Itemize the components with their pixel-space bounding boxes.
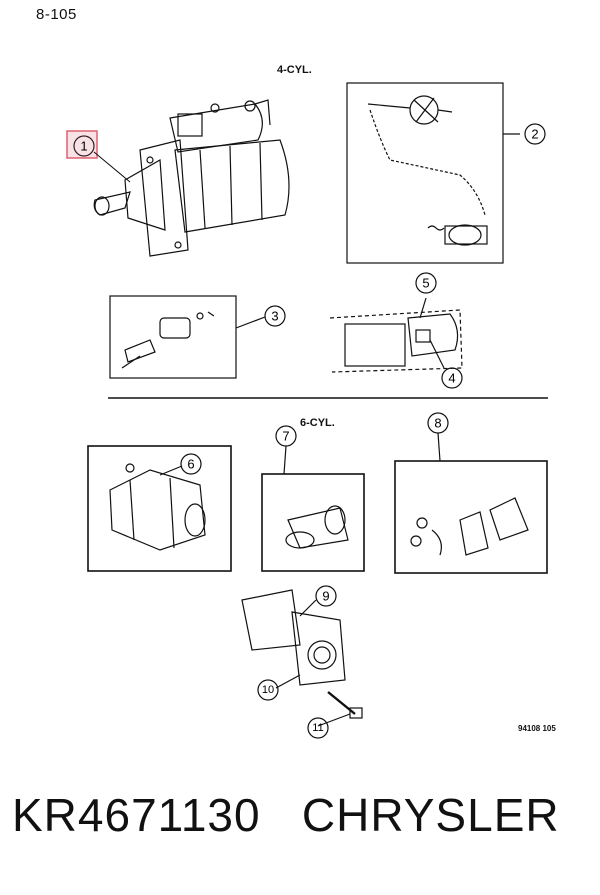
callout-numbers: 1 2 3 4 5 6 7 8 9 10 11 (80, 127, 538, 735)
drive-gear-panel (261, 445, 365, 572)
starter-motor-6cyl-panel (87, 445, 232, 572)
brand-name: CHRYSLER (301, 789, 560, 841)
footer-part-number: KR4671130 CHRYSLER (12, 788, 560, 842)
callout-9: 9 (322, 589, 329, 604)
callout-10: 10 (262, 684, 274, 696)
callout-1: 1 (80, 139, 87, 154)
callout-4: 4 (448, 371, 455, 386)
leader-line-item-1 (93, 151, 131, 183)
section-label-4-cyl: 4-CYL. (277, 64, 312, 76)
drive-assembly-panel (346, 82, 520, 264)
part-number: KR4671130 (12, 789, 261, 841)
starter-motor-4cyl (93, 99, 290, 257)
section-label-6-cyl: 6-CYL. (300, 417, 335, 429)
highlight-box-item-1 (66, 130, 98, 159)
brush-plate-panel (394, 432, 548, 574)
callout-7: 7 (282, 429, 289, 444)
callout-6: 6 (187, 457, 194, 472)
callout-5: 5 (422, 276, 429, 291)
figure-code: 94108 105 (518, 724, 556, 733)
solenoid-panel (109, 295, 266, 379)
callout-2: 2 (531, 127, 538, 142)
starter-bolt-assembly (241, 589, 363, 727)
callout-8: 8 (434, 416, 441, 431)
page-reference: 8-105 (36, 6, 77, 23)
callout-11: 11 (312, 722, 323, 734)
callout-3: 3 (271, 309, 278, 324)
mounted-starter-view (329, 297, 463, 373)
callout-circles (73, 123, 546, 739)
